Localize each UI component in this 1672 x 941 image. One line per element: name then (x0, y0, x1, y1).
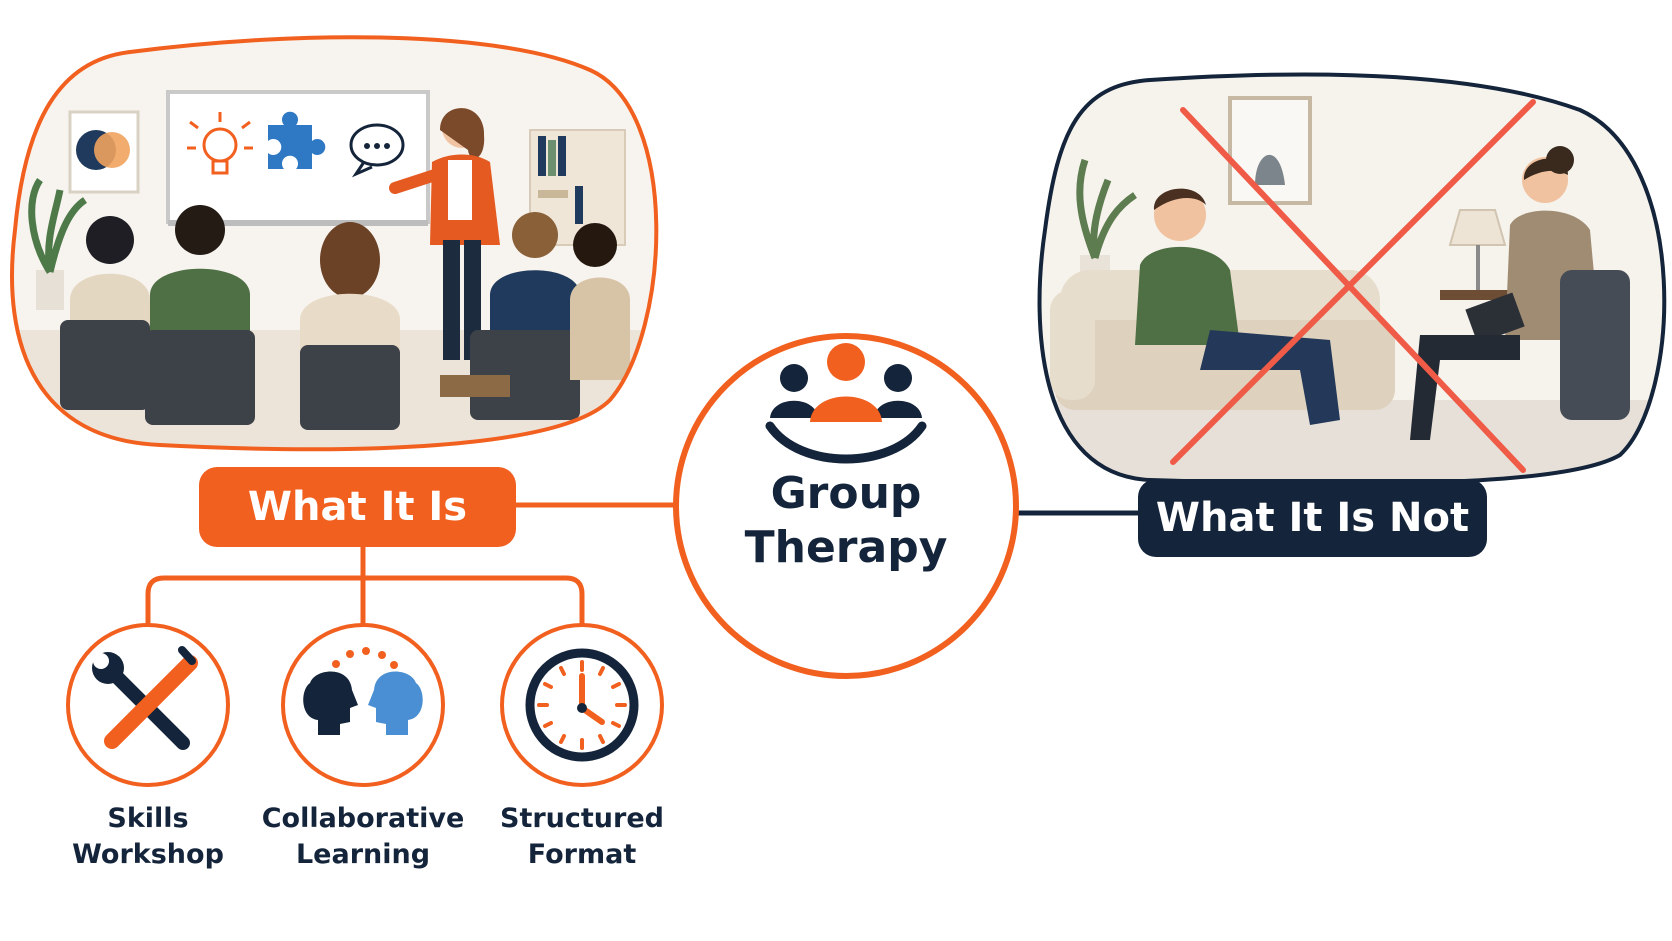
skills-workshop-node (66, 623, 230, 787)
what-it-is-not-label: What It Is Not (1138, 479, 1487, 557)
caption-skills-workshop: Skills Workshop (72, 803, 224, 870)
center-title-line1: Group (770, 468, 922, 519)
clock-icon (525, 648, 639, 762)
collaborative-learning-node (281, 623, 445, 787)
center-title-line2: Therapy (744, 522, 948, 573)
tools-icon (92, 646, 198, 750)
cross-out-mark (1170, 99, 1536, 473)
group-icon (765, 343, 927, 464)
individual-therapy-illustration (1037, 72, 1667, 486)
caption-collaborative-learning: Collaborative Learning (261, 803, 465, 870)
group-workshop-illustration (10, 35, 659, 452)
what-it-is-label: What It Is (199, 467, 516, 547)
connector-lines (145, 502, 1142, 626)
center-title: Group Therapy (696, 467, 996, 575)
structured-format-node (500, 623, 664, 787)
caption-structured-format: Structured Format (500, 803, 664, 870)
center-node (673, 333, 1019, 679)
collaboration-icon (303, 647, 423, 735)
